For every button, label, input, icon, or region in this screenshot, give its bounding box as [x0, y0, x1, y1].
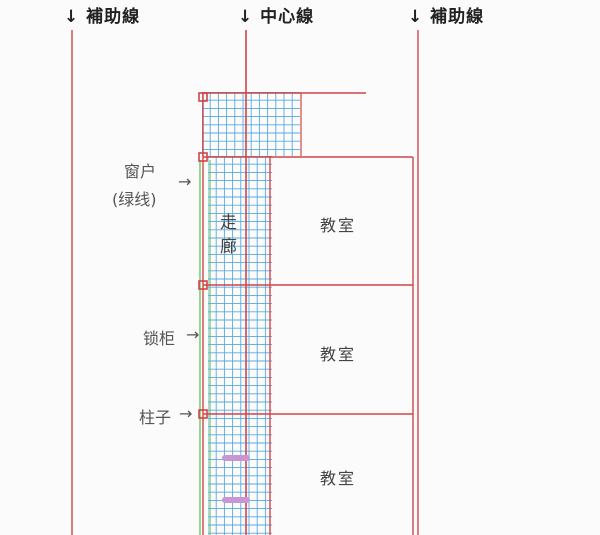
pillar-marker-2 — [198, 152, 208, 162]
classroom-label-3: 教室 — [320, 469, 357, 488]
pillar-marker-3 — [198, 280, 208, 290]
classroom-label-2: 教室 — [320, 345, 357, 364]
header-right-auxiliary: ↓ 補助線 — [408, 7, 485, 27]
corridor-label-char-1: 走 — [220, 213, 237, 233]
pillar-marker-1 — [198, 92, 208, 102]
locker-mark-2 — [222, 497, 250, 503]
window-label: 窗户 — [124, 162, 157, 181]
header-center-line: ↓ 中心線 — [238, 7, 315, 27]
pillar-arrow-icon: → — [179, 404, 193, 423]
window-arrow-icon: → — [178, 172, 192, 191]
corridor-label-char-2: 廊 — [220, 237, 237, 257]
classroom-label-1: 教室 — [320, 216, 357, 235]
pillar-label: 柱子 — [139, 408, 172, 427]
grid-corridor-section — [208, 156, 272, 535]
locker-label: 锁柜 — [143, 329, 176, 348]
window-label-note: (绿线) — [112, 190, 157, 209]
locker-arrow-icon: → — [186, 325, 200, 344]
pillar-marker-4 — [198, 409, 208, 419]
locker-mark-1 — [222, 455, 250, 461]
header-left-auxiliary: ↓ 補助線 — [64, 7, 141, 27]
grid-top-section — [202, 92, 300, 156]
